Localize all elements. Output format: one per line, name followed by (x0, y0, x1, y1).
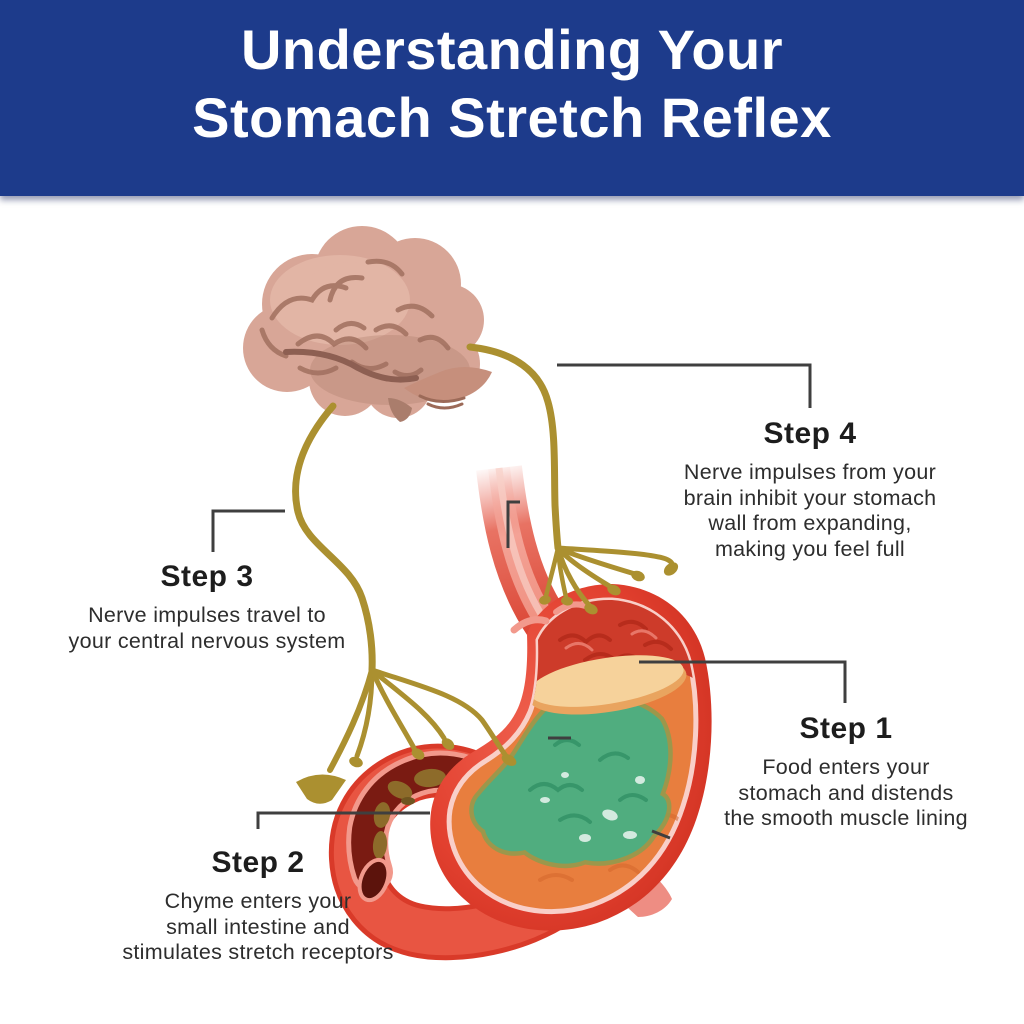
page-title: Understanding Your Stomach Stretch Refle… (0, 16, 1024, 152)
step2-leader-line (256, 811, 430, 829)
fluid-surface (528, 655, 687, 715)
step3-leader-line (211, 509, 285, 552)
step-3-text-line: Nerve impulses travel to (88, 603, 326, 627)
step-4-text-line: brain inhibit your stomach (683, 485, 937, 510)
step-2-label: Step 2 Chyme enters your small intestine… (55, 846, 461, 966)
step-1-heading: Step 1 (799, 712, 893, 745)
header-banner: Understanding Your Stomach Stretch Refle… (0, 0, 1024, 196)
step-4-text-line: making you feel full (714, 536, 906, 561)
step-1-text-line: stomach and distends (738, 780, 954, 805)
brainstem (388, 398, 412, 422)
esophagus (476, 465, 566, 635)
vagus-nerve-right-endings (539, 562, 679, 615)
step-3-heading: Step 3 (160, 560, 254, 593)
step-2-text-line: small intestine and (166, 914, 350, 939)
page-title-line-1: Understanding Your (240, 18, 784, 81)
brain-illustration (243, 226, 492, 422)
ribbon-pointer-tick (651, 829, 671, 840)
vagus-nerve-left (292, 402, 509, 773)
step-4-label: Step 4 Nerve impulses from your brain in… (650, 417, 970, 562)
step-1-text-line: the smooth muscle lining (724, 806, 968, 830)
vagus-nerve-left-endings (296, 738, 517, 804)
step-4-heading: Step 4 (763, 417, 857, 450)
page-title-line-2: Stomach Stretch Reflex (192, 86, 832, 149)
leader-lines (211, 363, 847, 840)
vagus-nerve-right (466, 343, 675, 608)
step-3-label: Step 3 Nerve impulses travel to your cen… (22, 560, 392, 654)
stomach-cross-section (430, 584, 712, 931)
step-3-text-line: your central nervous system (68, 628, 346, 653)
chyme-in-stomach (469, 692, 673, 869)
step4-leader-line (557, 363, 812, 408)
step-2-heading: Step 2 (211, 846, 305, 879)
step-4-text-line: wall from expanding, (708, 511, 912, 535)
esophagus-pointer-tick (506, 500, 520, 548)
step-1-text-line: Food enters your (762, 755, 930, 779)
step-4-text-line: Nerve impulses from your (683, 460, 937, 484)
step-2-text-line: Chyme enters your (164, 889, 352, 913)
step-1-label: Step 1 Food enters your stomach and dist… (690, 712, 1002, 832)
cerebellum (404, 367, 492, 402)
step1-leader-line (639, 660, 847, 703)
step-2-text-line: stimulates stretch receptors (122, 940, 394, 964)
